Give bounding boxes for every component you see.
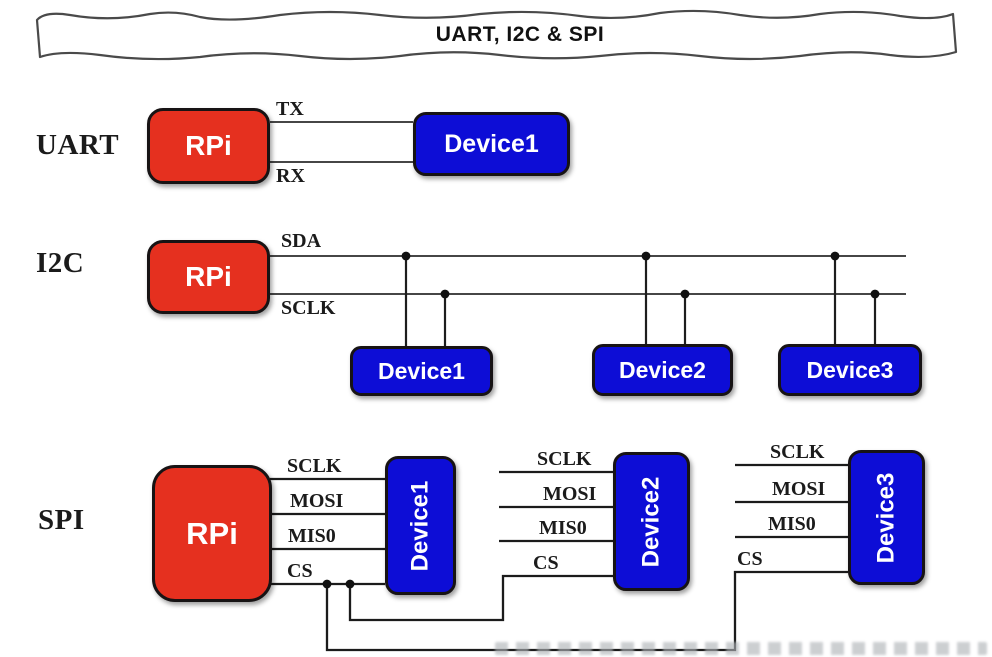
i2c-junction-dot xyxy=(401,251,411,261)
i2c-rpi-label: RPi xyxy=(185,261,232,292)
uart-rpi-box: RPi xyxy=(147,108,270,184)
i2c-junction-dot xyxy=(440,289,450,299)
spi-device3-label: Device3 xyxy=(872,472,900,563)
spi-device1-label: Device1 xyxy=(406,480,434,571)
i2c-device3-label: Device3 xyxy=(806,356,894,383)
uart-rpi-label: RPi xyxy=(185,130,232,161)
spi-device2-box: Device2 xyxy=(613,452,690,591)
uart-tx-label: TX xyxy=(276,98,304,120)
i2c-device3-box: Device3 xyxy=(778,344,922,396)
spi-rpi-label: RPi xyxy=(186,515,238,551)
spi-device3-box: Device3 xyxy=(848,450,925,585)
spi-rpi-box: RPi xyxy=(152,465,272,602)
spi-dev2-cs-label: CS xyxy=(533,552,559,574)
spi-dev2-mosi-label: MOSI xyxy=(543,483,597,505)
watermark xyxy=(495,642,987,655)
spi-device2-label: Device2 xyxy=(637,476,665,567)
spi-cs-route-dev2 xyxy=(348,574,613,622)
title-banner-outline xyxy=(35,9,958,61)
spi-dev2-miso-label: MIS0 xyxy=(539,517,587,539)
i2c-device2-box: Device2 xyxy=(592,344,733,396)
spi-cs-junction-dot xyxy=(322,579,332,589)
uart-section-label: UART xyxy=(36,129,120,161)
spi-dev2-sclk-label: SCLK xyxy=(537,448,592,470)
diagram-title: UART, I2C & SPI xyxy=(435,23,605,46)
i2c-section-label: I2C xyxy=(36,247,85,279)
i2c-junction-dot xyxy=(680,289,690,299)
i2c-device1-box: Device1 xyxy=(350,346,493,396)
spi-device1-box: Device1 xyxy=(385,456,456,595)
spi-dev1-sclk-label: SCLK xyxy=(287,455,342,477)
i2c-sda-label: SDA xyxy=(281,230,322,252)
i2c-junction-dot xyxy=(870,289,880,299)
spi-dev3-mosi-label: MOSI xyxy=(772,478,826,500)
spi-section-label: SPI xyxy=(38,504,85,536)
i2c-device1-label: Device1 xyxy=(378,357,465,384)
i2c-device2-label: Device2 xyxy=(619,356,706,383)
i2c-junction-dot xyxy=(641,251,651,261)
spi-dev1-cs-label: CS xyxy=(287,560,313,582)
i2c-junction-dot xyxy=(830,251,840,261)
i2c-rpi-box: RPi xyxy=(147,240,270,314)
spi-dev3-sclk-label: SCLK xyxy=(770,441,825,463)
spi-dev1-mosi-label: MOSI xyxy=(290,490,344,512)
uart-rx-label: RX xyxy=(276,165,305,187)
spi-cs-junction-dot xyxy=(345,579,355,589)
uart-device1-box: Device1 xyxy=(413,112,570,176)
spi-dev1-miso-label: MIS0 xyxy=(288,525,336,547)
uart-device1-label: Device1 xyxy=(444,129,539,158)
spi-dev3-cs-label: CS xyxy=(737,548,763,570)
i2c-sclk-label: SCLK xyxy=(281,297,336,319)
spi-dev3-miso-label: MIS0 xyxy=(768,513,816,535)
